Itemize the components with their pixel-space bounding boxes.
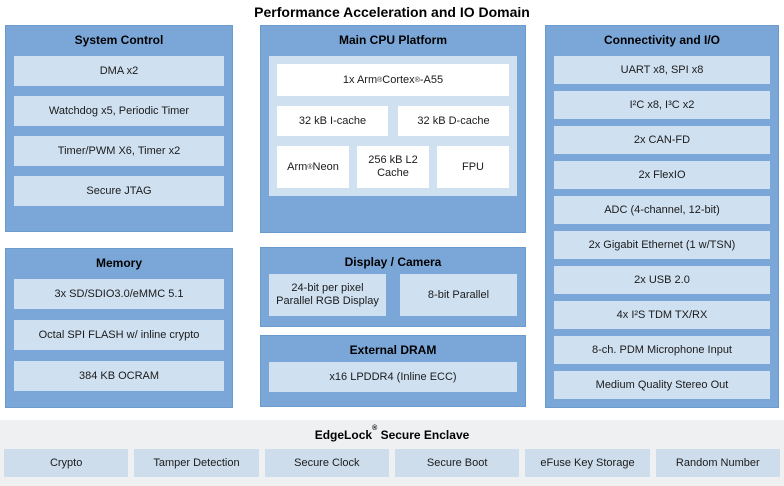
block-uart-spi: UART x8, SPI x8 bbox=[554, 56, 770, 84]
block-efuse-key-storage: eFuse Key Storage bbox=[525, 449, 650, 477]
main-cpu-platform-title: Main CPU Platform bbox=[338, 33, 447, 47]
block-usb: 2x USB 2.0 bbox=[554, 266, 770, 294]
middle-column: Main CPU Platform 1x Arm® Cortex®-A55 32… bbox=[260, 25, 526, 407]
connectivity-io-panel: Connectivity and I/O UART x8, SPI x8 I²C… bbox=[545, 25, 779, 408]
memory-panel: Memory 3x SD/SDIO3.0/eMMC 5.1 Octal SPI … bbox=[5, 248, 233, 408]
block-fpu: FPU bbox=[437, 146, 509, 188]
block-secure-jtag: Secure JTAG bbox=[14, 176, 224, 206]
block-8bit-parallel: 8-bit Parallel bbox=[400, 274, 517, 316]
memory-title: Memory bbox=[95, 256, 142, 270]
block-can-fd: 2x CAN-FD bbox=[554, 126, 770, 154]
block-tamper-detection: Tamper Detection bbox=[134, 449, 259, 477]
cpu-cache-row: 32 kB I-cache 32 kB D-cache bbox=[277, 106, 509, 136]
block-flexio: 2x FlexIO bbox=[554, 161, 770, 189]
block-icache: 32 kB I-cache bbox=[277, 106, 388, 136]
block-cortex-a55: 1x Arm® Cortex®-A55 bbox=[277, 64, 509, 96]
display-camera-title: Display / Camera bbox=[344, 255, 442, 269]
secure-enclave-title: EdgeLock® Secure Enclave bbox=[314, 425, 470, 442]
connectivity-items: UART x8, SPI x8 I²C x8, I³C x2 2x CAN-FD… bbox=[554, 56, 770, 399]
block-ocram: 384 KB OCRAM bbox=[14, 361, 224, 391]
block-parallel-rgb-display: 24-bit per pixel Parallel RGB Display bbox=[269, 274, 386, 316]
block-stereo-out: Medium Quality Stereo Out bbox=[554, 371, 770, 399]
block-pdm-microphone: 8-ch. PDM Microphone Input bbox=[554, 336, 770, 364]
block-random-number: Random Number bbox=[655, 449, 780, 477]
block-i2c-i3c: I²C x8, I³C x2 bbox=[554, 91, 770, 119]
block-lpddr4: x16 LPDDR4 (Inline ECC) bbox=[269, 362, 517, 392]
system-control-items: DMA x2 Watchdog x5, Periodic Timer Timer… bbox=[14, 56, 224, 206]
system-control-panel: System Control DMA x2 Watchdog x5, Perio… bbox=[5, 25, 233, 232]
cpu-units-row: Arm® Neon 256 kB L2 Cache FPU bbox=[277, 146, 509, 188]
external-dram-panel: External DRAM x16 LPDDR4 (Inline ECC) bbox=[260, 335, 526, 407]
connectivity-io-title: Connectivity and I/O bbox=[603, 33, 720, 47]
block-secure-boot: Secure Boot bbox=[394, 449, 520, 477]
block-watchdog-periodic-timer: Watchdog x5, Periodic Timer bbox=[14, 96, 224, 126]
display-camera-panel: Display / Camera 24-bit per pixel Parall… bbox=[260, 247, 526, 327]
block-dma: DMA x2 bbox=[14, 56, 224, 86]
left-column: System Control DMA x2 Watchdog x5, Perio… bbox=[5, 25, 233, 408]
block-timer-pwm: Timer/PWM X6, Timer x2 bbox=[14, 136, 224, 166]
diagram-columns: System Control DMA x2 Watchdog x5, Perio… bbox=[0, 25, 784, 408]
block-arm-neon: Arm® Neon bbox=[277, 146, 349, 188]
main-cpu-platform-panel: Main CPU Platform 1x Arm® Cortex®-A55 32… bbox=[260, 25, 526, 233]
page-title: Performance Acceleration and IO Domain bbox=[254, 4, 530, 20]
block-octal-spi-flash: Octal SPI FLASH w/ inline crypto bbox=[14, 320, 224, 350]
block-sd-sdio-emmc: 3x SD/SDIO3.0/eMMC 5.1 bbox=[14, 279, 224, 309]
block-l2-cache: 256 kB L2 Cache bbox=[357, 146, 429, 188]
block-i2s-tdm: 4x I²S TDM TX/RX bbox=[554, 301, 770, 329]
block-dcache: 32 kB D-cache bbox=[398, 106, 509, 136]
right-column: Connectivity and I/O UART x8, SPI x8 I²C… bbox=[545, 25, 779, 408]
external-dram-title: External DRAM bbox=[349, 343, 437, 357]
memory-items: 3x SD/SDIO3.0/eMMC 5.1 Octal SPI FLASH w… bbox=[14, 279, 224, 391]
block-adc: ADC (4-channel, 12-bit) bbox=[554, 196, 770, 224]
block-crypto: Crypto bbox=[4, 449, 129, 477]
system-control-title: System Control bbox=[74, 33, 164, 47]
display-camera-items: 24-bit per pixel Parallel RGB Display 8-… bbox=[269, 274, 517, 316]
cpu-cluster-panel: 1x Arm® Cortex®-A55 32 kB I-cache 32 kB … bbox=[269, 56, 517, 196]
block-secure-clock: Secure Clock bbox=[264, 449, 389, 477]
block-gigabit-ethernet: 2x Gigabit Ethernet (1 w/TSN) bbox=[554, 231, 770, 259]
secure-enclave-band: EdgeLock® Secure Enclave Crypto Tamper D… bbox=[0, 420, 784, 486]
secure-enclave-items: Crypto Tamper Detection Secure Clock Sec… bbox=[0, 442, 784, 477]
